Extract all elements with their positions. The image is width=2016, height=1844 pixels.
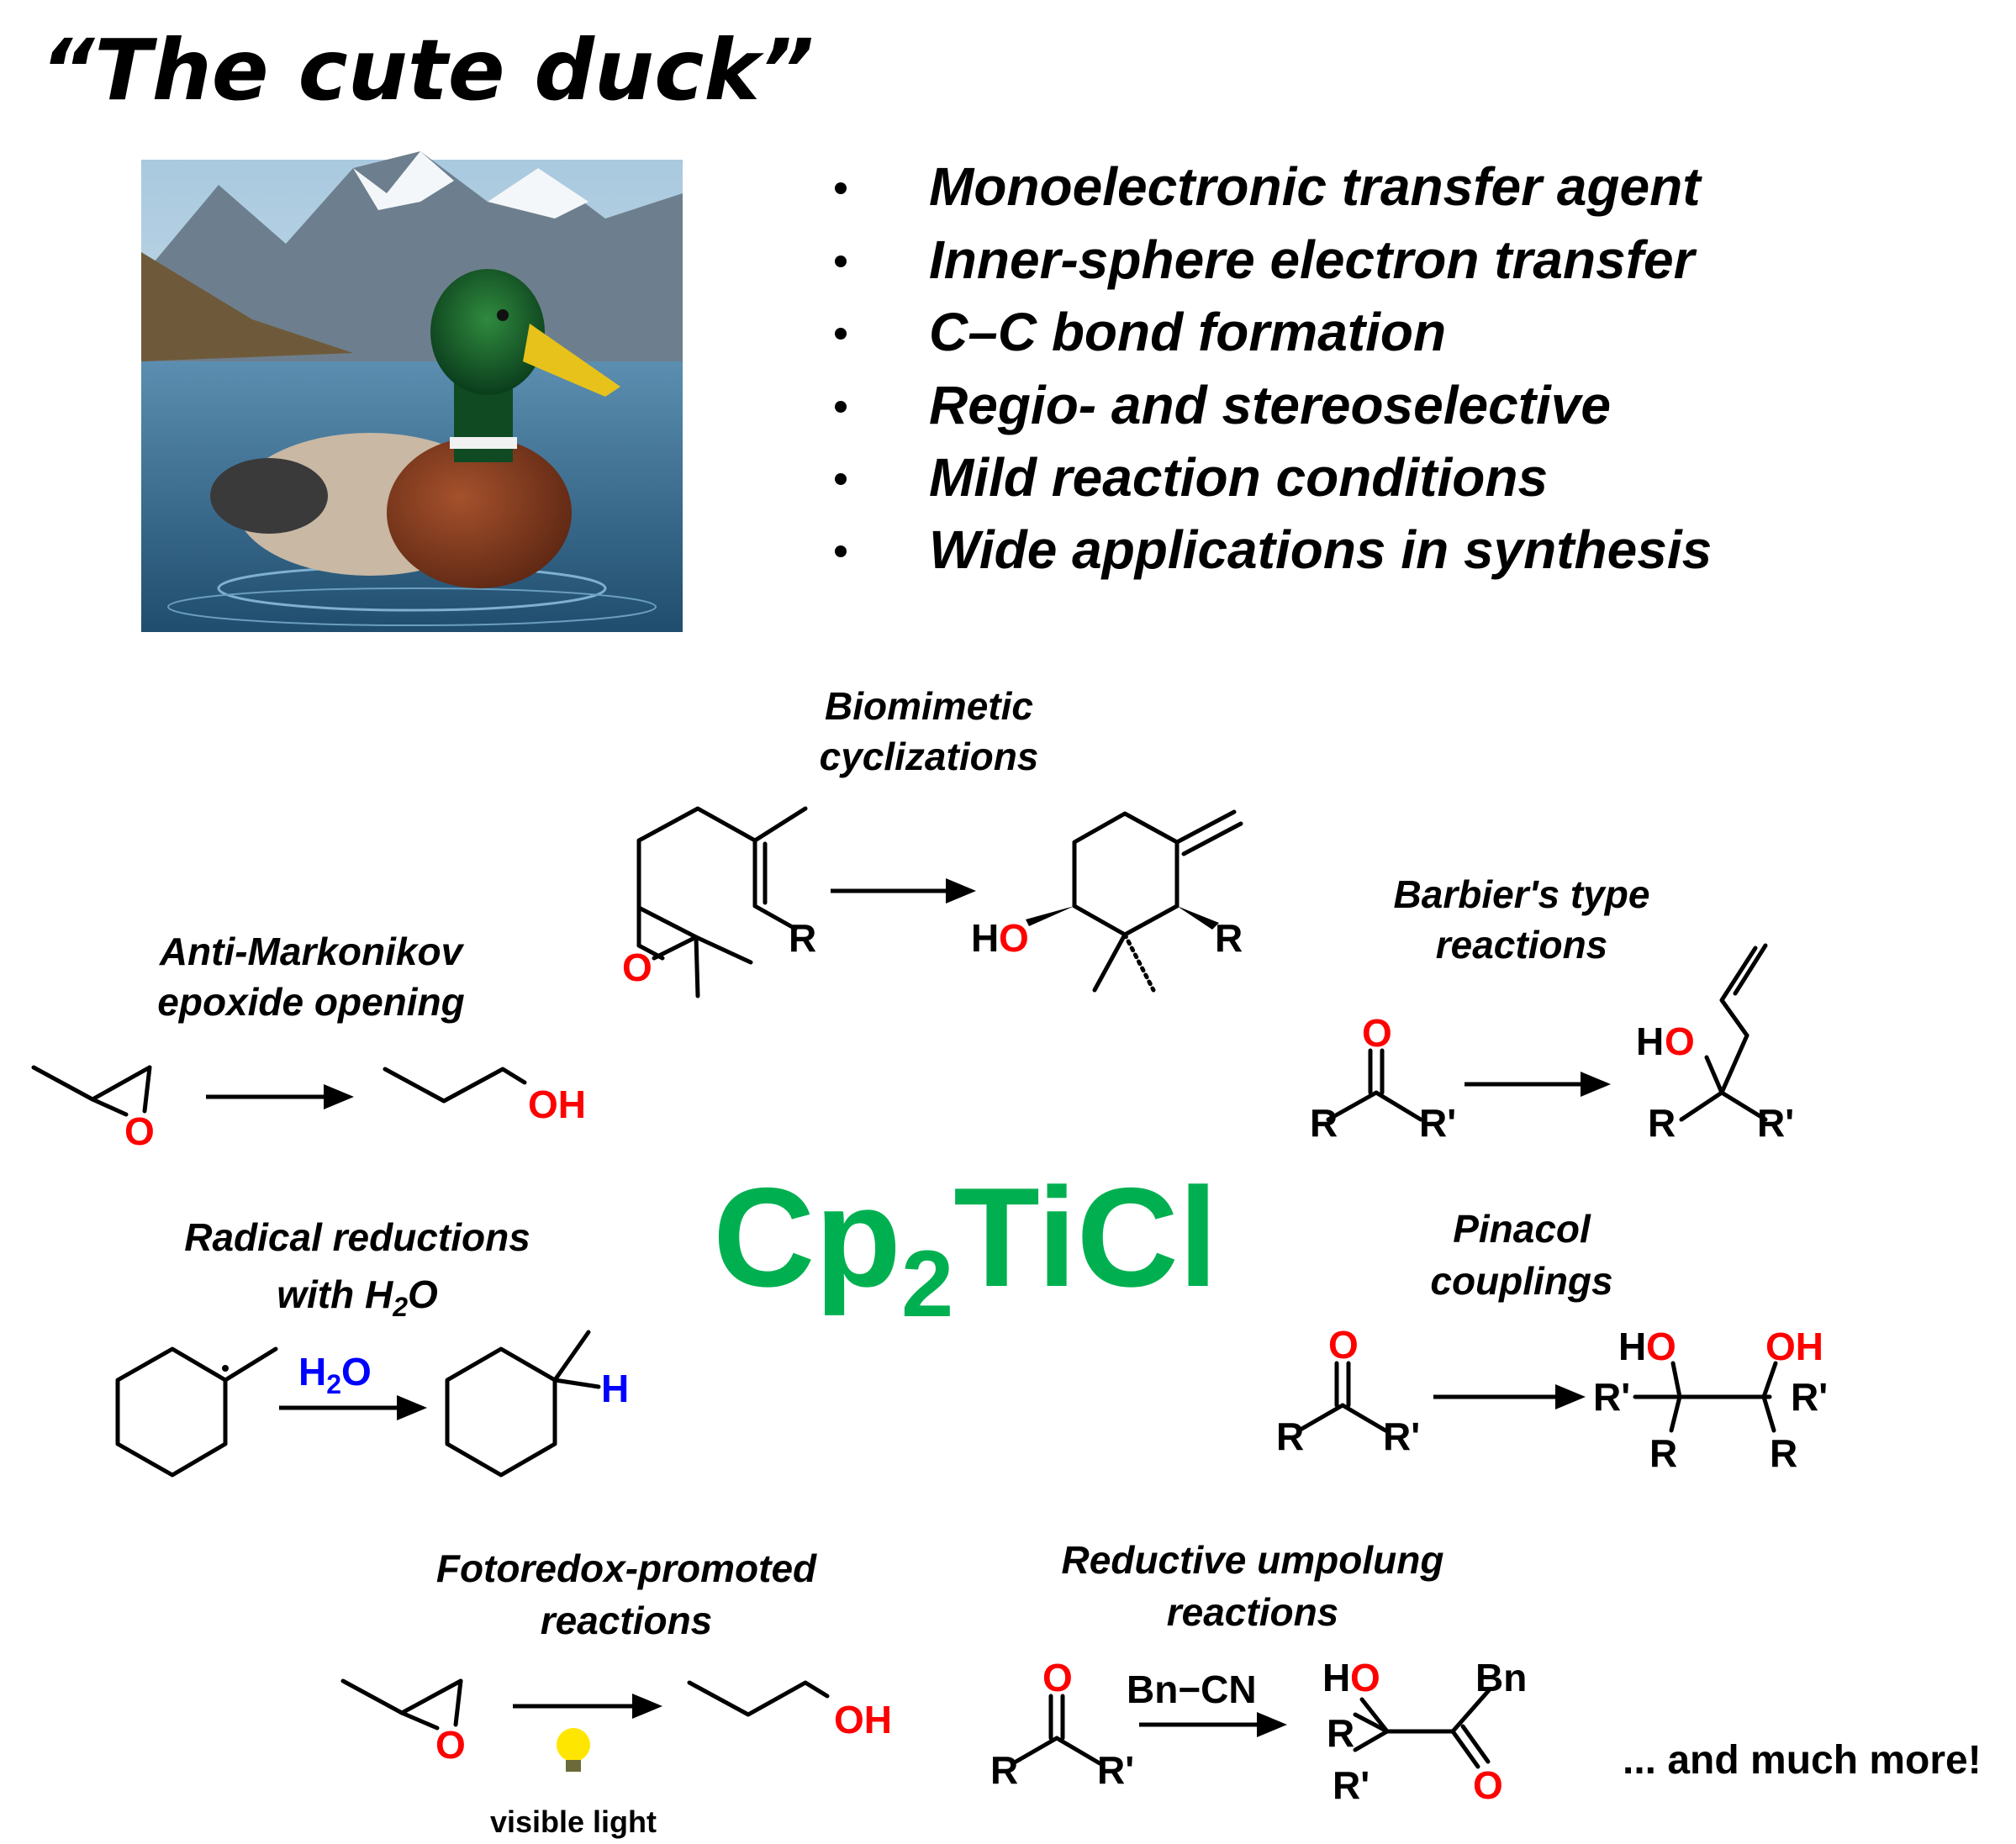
r-group: R [1276, 1415, 1304, 1458]
bullet-text: Inner-sphere electron transfer [929, 229, 1697, 290]
r-group: R [1649, 1431, 1677, 1475]
visible-light-note: visible light [490, 1804, 657, 1839]
r-group: R [1215, 916, 1243, 960]
bullet-dot [835, 328, 847, 340]
bullet-text: C–C bond formation [929, 302, 1446, 362]
bullet-dot [835, 256, 847, 267]
benzyl-group: Bn [1475, 1656, 1527, 1699]
oxygen-atom: O [1473, 1763, 1503, 1807]
hydroxyl-group: OH [834, 1698, 892, 1741]
oxygen-atom: O [622, 946, 652, 989]
bullet-text: Mild reaction conditions [929, 447, 1548, 508]
reaction-title: couplings [1430, 1259, 1612, 1303]
fotoredox-scheme: Fotoredox-promoted reactions O visible l… [340, 1546, 892, 1839]
r-group: R [990, 1748, 1018, 1792]
reductive-umpolung-scheme: Reductive umpolung reactions O R R' Bn−C… [990, 1538, 1527, 1807]
r-prime-group: R' [1419, 1101, 1456, 1145]
bullet-item: Mild reaction conditions [835, 447, 1548, 508]
light-bulb-icon [557, 1728, 590, 1772]
r-prime-group: R' [1791, 1375, 1828, 1419]
bullet-item: Regio- and stereoselective [835, 375, 1611, 435]
biomimetic-cyclization-scheme: Biomimetic cyclizations O R H O R [622, 684, 1243, 998]
oxygen-atom: O [435, 1723, 466, 1767]
bullet-item: Inner-sphere electron transfer [835, 229, 1697, 290]
hydroxyl-o: O [1350, 1656, 1380, 1699]
bullet-item: Wide applications in synthesis [835, 519, 1712, 580]
footer-note: ... and much more! [1623, 1738, 1982, 1783]
oxygen-atom: O [1362, 1011, 1392, 1055]
r-group: R [1327, 1711, 1354, 1755]
reaction-title: reactions [541, 1599, 713, 1642]
bullet-dot [835, 401, 847, 413]
r-group: R [789, 916, 816, 960]
oxygen-atom: O [1042, 1656, 1073, 1699]
r-prime-group: R' [1097, 1748, 1134, 1792]
radical-dot [222, 1365, 229, 1372]
reaction-title: Biomimetic [825, 684, 1033, 728]
bullet-dot [835, 545, 847, 557]
r-group: R [1310, 1101, 1338, 1145]
reaction-title: reactions [1436, 923, 1608, 967]
r-group: R [1648, 1101, 1676, 1145]
reaction-title: with H2O [277, 1272, 438, 1322]
r-prime-group: R' [1383, 1415, 1420, 1458]
barbier-reaction-scheme: Barbier's type reactions O R R' H O R R' [1310, 872, 1794, 1145]
hydroxyl-h: H [971, 916, 999, 960]
r-prime-group: R' [1333, 1763, 1370, 1807]
reaction-title: Pinacol [1453, 1207, 1591, 1251]
page-title: “The cute duck” [40, 21, 814, 119]
r-group: R [1770, 1431, 1797, 1475]
hydroxyl-o: O [999, 916, 1029, 960]
bullet-dot [835, 473, 847, 485]
bullet-item: Monoelectronic transfer agent [835, 156, 1702, 217]
reaction-title: Anti-Markonikov [159, 930, 465, 973]
reaction-title: Reductive umpolung [1062, 1538, 1444, 1582]
bullet-dot [835, 182, 847, 194]
reaction-title: reactions [1167, 1590, 1339, 1634]
hydrogen-atom: H [601, 1367, 629, 1410]
bullet-text: Regio- and stereoselective [929, 375, 1611, 435]
hydroxyl-h: H [1322, 1656, 1350, 1699]
reaction-title: cyclizations [820, 735, 1039, 778]
titanocene-label: Cp2TiCl [713, 1158, 1218, 1336]
pinacol-coupling-scheme: Pinacol couplings O R R' H O OH R' R' R … [1276, 1207, 1828, 1475]
reaction-title: Fotoredox-promoted [436, 1546, 817, 1590]
hydroxyl-group: OH [1765, 1325, 1823, 1368]
water-reagent: H2O [298, 1350, 372, 1399]
anti-markonikov-scheme: Anti-Markonikov epoxide opening O OH [31, 930, 586, 1153]
r-prime-group: R' [1593, 1375, 1630, 1419]
duck-photo [141, 151, 683, 632]
feature-list: Monoelectronic transfer agent Inner-sphe… [835, 156, 1712, 580]
umpolung-reagent: Bn−CN [1127, 1668, 1257, 1711]
oxygen-atom: O [1328, 1323, 1359, 1367]
hydroxyl-o: O [1646, 1325, 1676, 1368]
reaction-title: Radical reductions [184, 1215, 530, 1259]
hydroxyl-h: H [1618, 1325, 1646, 1368]
reaction-title: epoxide opening [157, 980, 464, 1024]
bullet-text: Wide applications in synthesis [929, 519, 1712, 580]
hydroxyl-h: H [1636, 1019, 1664, 1063]
hydroxyl-o: O [1665, 1019, 1695, 1063]
r-prime-group: R' [1757, 1101, 1794, 1145]
bullet-item: C–C bond formation [835, 302, 1446, 362]
hydroxyl-group: OH [528, 1083, 586, 1126]
bullet-text: Monoelectronic transfer agent [929, 156, 1702, 217]
oxygen-atom: O [124, 1109, 155, 1153]
radical-reduction-scheme: Radical reductions with H2O H2O H [115, 1215, 629, 1478]
reaction-title: Barbier's type [1394, 872, 1650, 916]
